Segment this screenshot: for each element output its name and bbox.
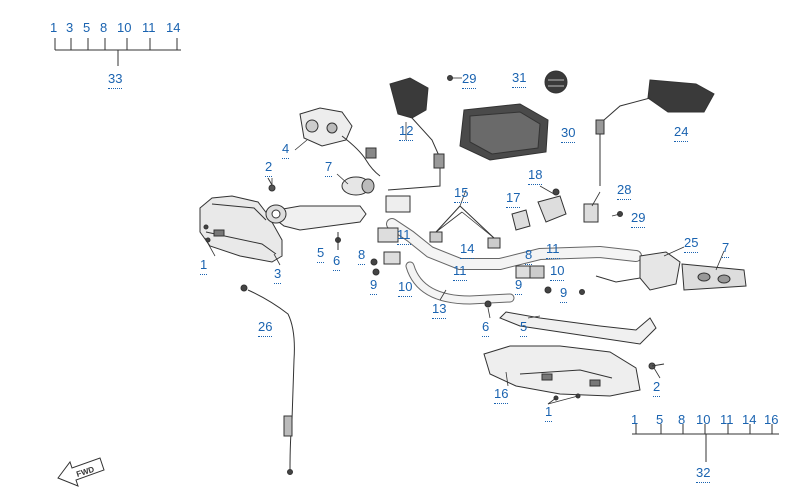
callout-8-right[interactable]: 8	[525, 248, 533, 265]
callout-5-right[interactable]: 5	[520, 320, 528, 337]
right-clamps	[515, 265, 585, 295]
cap	[544, 70, 568, 94]
group-32-part-16: 16	[764, 412, 779, 427]
throttle-housing	[299, 107, 381, 177]
right-switch-grip	[595, 251, 747, 291]
group-32-part-8: 8	[678, 412, 686, 427]
callout-10-right[interactable]: 10	[550, 264, 565, 281]
switch-17	[511, 209, 531, 231]
right-guard-bracket	[499, 311, 657, 345]
callout-24[interactable]: 24	[674, 125, 689, 142]
group-33-bracket	[54, 38, 181, 66]
left-grip	[341, 176, 375, 196]
right-mirror	[595, 79, 715, 186]
switch-28	[583, 203, 623, 223]
callout-31[interactable]: 31	[512, 71, 527, 88]
callout-9-right[interactable]: 9	[560, 286, 568, 303]
callout-1-right[interactable]: 1	[545, 405, 553, 422]
callout-30[interactable]: 30	[561, 126, 576, 143]
left-guard-bracket	[264, 204, 367, 231]
throttle-cable	[240, 284, 295, 475]
left-clamps	[370, 195, 411, 276]
handlebar-tube	[386, 218, 642, 305]
callout-1-left[interactable]: 1	[200, 258, 208, 275]
callout-5-left[interactable]: 5	[317, 246, 325, 263]
left-mirror	[387, 77, 445, 191]
switch-18	[537, 188, 567, 223]
group-33-part-10: 10	[117, 20, 132, 35]
fwd-arrow-icon: FWD	[57, 457, 105, 487]
callout-11-left[interactable]: 11	[397, 228, 411, 245]
left-hand-guard	[199, 195, 283, 263]
callout-26[interactable]: 26	[258, 320, 273, 337]
group-33-part-5: 5	[83, 20, 91, 35]
callout-11-right[interactable]: 11	[546, 242, 560, 259]
group-33-part-11: 11	[142, 20, 156, 35]
callout-25[interactable]: 25	[684, 236, 699, 253]
callout-7-left[interactable]: 7	[325, 160, 333, 177]
callout-28[interactable]: 28	[617, 183, 632, 200]
group-33-part-1: 1	[50, 20, 58, 35]
callout-2-left[interactable]: 2	[265, 160, 273, 177]
callout-6-right[interactable]: 6	[482, 320, 490, 337]
callout-29-right[interactable]: 29	[631, 211, 646, 228]
callout-16[interactable]: 16	[494, 387, 509, 404]
right-hand-guard	[483, 345, 665, 401]
callout-29-top[interactable]: 29	[462, 72, 477, 89]
callout-4[interactable]: 4	[282, 142, 290, 159]
group-33-part-3: 3	[66, 20, 74, 35]
hand-cover	[459, 103, 549, 161]
callout-33[interactable]: 33	[108, 72, 123, 89]
callout-8-left[interactable]: 8	[358, 248, 366, 265]
group-32-part-5: 5	[656, 412, 664, 427]
callout-15[interactable]: 15	[454, 186, 469, 203]
group-32-part-1: 1	[631, 412, 639, 427]
callout-9-left[interactable]: 9	[370, 278, 378, 295]
callout-14[interactable]: 14	[460, 242, 475, 259]
callout-6-left[interactable]: 6	[333, 254, 341, 271]
callout-9-mid[interactable]: 9	[515, 278, 523, 295]
callout-17[interactable]: 17	[506, 191, 521, 208]
group-32-bracket	[632, 424, 779, 462]
group-32-part-10: 10	[696, 412, 711, 427]
callout-18[interactable]: 18	[528, 168, 543, 185]
callout-7-right[interactable]: 7	[722, 241, 730, 258]
callout-12[interactable]: 12	[399, 124, 414, 141]
group-32-part-14: 14	[742, 412, 757, 427]
callout-32[interactable]: 32	[696, 466, 711, 483]
callout-11-mid[interactable]: 11	[453, 264, 467, 281]
callout-10-left[interactable]: 10	[398, 280, 413, 297]
callout-13[interactable]: 13	[432, 302, 447, 319]
group-33-part-14: 14	[166, 20, 181, 35]
callout-2-right[interactable]: 2	[653, 380, 661, 397]
callout-3[interactable]: 3	[274, 267, 282, 284]
leader-lines	[204, 77, 725, 405]
group-33-part-8: 8	[100, 20, 108, 35]
group-32-part-11: 11	[720, 412, 734, 427]
